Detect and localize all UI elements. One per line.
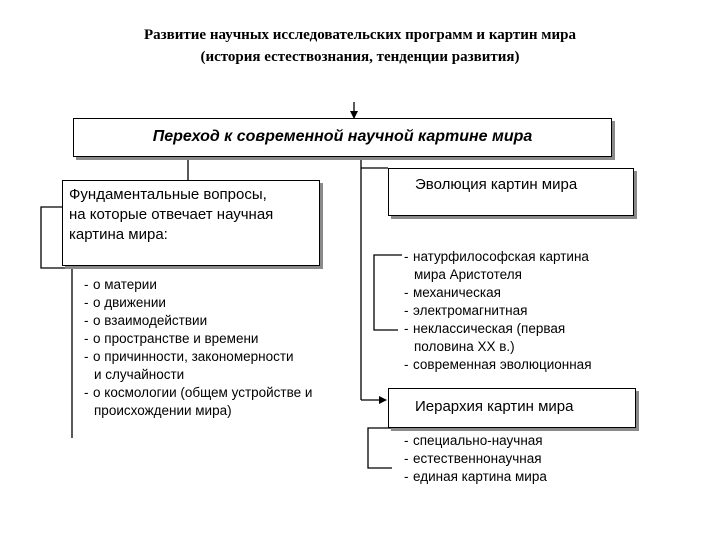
dash: - [84,331,89,346]
list-item-text: о пространстве и времени [93,331,259,346]
hierarchy-list: -специально-научная -естественнонаучная … [404,432,644,486]
list-item: -электромагнитная [404,302,644,320]
dash: - [84,295,89,310]
dash: - [84,349,89,364]
fundamental-line-3: картина мира: [69,226,168,243]
list-item-text: механическая [413,285,501,300]
list-item: -натурфилософская картина мира Аристотеля [404,248,644,284]
evolution-box: Эволюция картин мира [388,168,634,216]
list-item: -механическая [404,284,644,302]
list-item-text: электромагнитная [413,303,528,318]
title-line-1: Развитие научных исследовательских прогр… [143,27,576,43]
list-item-text: о космологии (общем устройстве и [93,385,313,400]
dash: - [84,313,89,328]
main-box-label: Переход к современной научной картине ми… [152,128,533,145]
list-item: -неклассическая (первая половина XX в.) [404,320,644,356]
list-item-text: современная эволюционная [413,357,592,372]
dash: - [404,451,409,466]
evolution-bracket [373,254,402,331]
list-item: -о пространстве и времени [84,330,374,348]
list-item-text: естественнонаучная [413,451,542,466]
list-item-text: о движении [93,295,166,310]
list-item-continuation: половина XX в.) [414,339,515,354]
main-box: Переход к современной научной картине ми… [73,118,612,157]
list-item-text: о причинности, закономерности [93,349,294,364]
fundamental-list: -о материи -о движении -о взаимодействии… [84,276,374,420]
fundamental-questions-box: Фундаментальные вопросы, на которые отве… [62,180,320,266]
list-item-text: натурфилософская картина [413,249,589,264]
title-line-2: (история естествознания, тенденции разви… [200,49,520,65]
fundamental-bracket [40,206,73,438]
dash: - [404,321,409,336]
list-item: -о движении [84,294,374,312]
list-item-text: неклассическая (первая [413,321,566,336]
list-item-continuation: и случайности [94,367,185,382]
dash: - [84,277,89,292]
hierarchy-box-label: Иерархия картин мира [415,398,574,415]
dash: - [404,357,409,372]
dash: - [84,385,89,400]
fundamental-line-1: Фундаментальные вопросы, [69,186,267,203]
list-item-text: о материи [93,277,157,292]
dash: - [404,285,409,300]
list-item: -о материи [84,276,374,294]
list-item-text: о взаимодействии [93,313,208,328]
list-item-continuation: мира Аристотеля [414,267,522,282]
dash: - [404,249,409,264]
dash: - [404,303,409,318]
hierarchy-box: Иерархия картин мира [388,388,636,428]
list-item: -о космологии (общем устройстве и происхо… [84,384,374,420]
page-title: Развитие научных исследовательских прогр… [0,24,720,68]
list-item: -современная эволюционная [404,356,644,374]
hierarchy-bracket [367,427,392,469]
dash: - [404,469,409,484]
fundamental-line-2: на которые отвечает научная [69,206,274,223]
list-item-continuation: происхождении мира) [94,403,232,418]
dash: - [404,433,409,448]
list-item: -специально-научная [404,432,644,450]
list-item-text: специально-научная [413,433,543,448]
list-item: -единая картина мира [404,468,644,486]
evolution-box-label: Эволюция картин мира [415,176,578,193]
list-item: -о взаимодействии [84,312,374,330]
list-item: -о причинности, закономерности и случайно… [84,348,374,384]
list-item: -естественнонаучная [404,450,644,468]
list-item-text: единая картина мира [413,469,547,484]
